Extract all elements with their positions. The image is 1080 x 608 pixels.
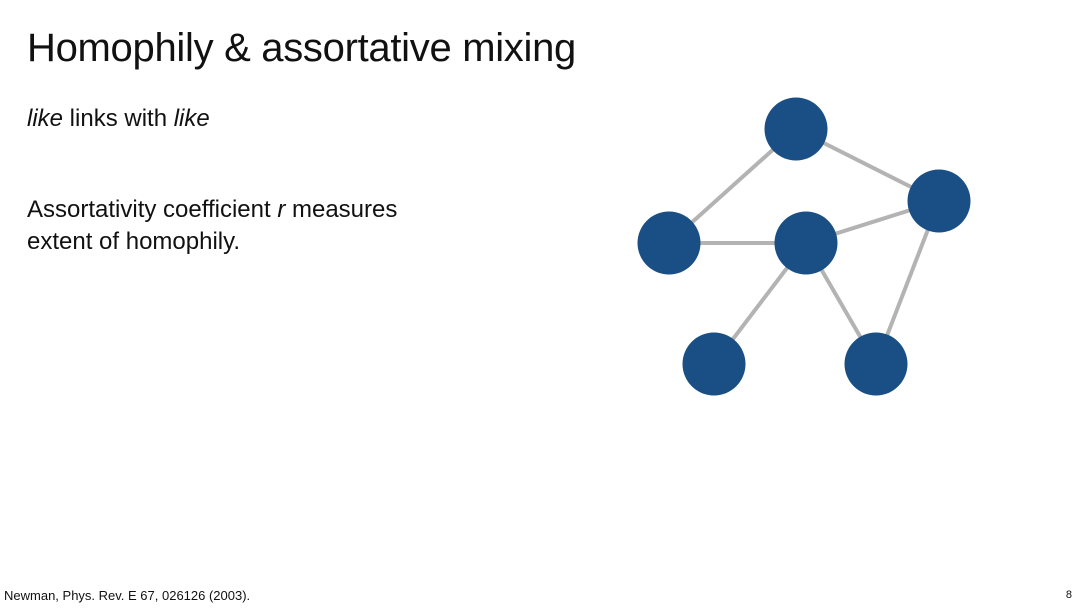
citation: Newman, Phys. Rev. E 67, 026126 (2003). bbox=[4, 588, 251, 603]
node-bottom-left bbox=[682, 332, 746, 396]
node-center bbox=[774, 211, 838, 275]
node-group bbox=[637, 97, 971, 396]
subtitle-middle: links with bbox=[63, 105, 174, 132]
node-top bbox=[764, 97, 828, 161]
body-line-2: extent of homophily. bbox=[27, 228, 241, 255]
node-left bbox=[637, 211, 701, 275]
body-text: Assortativity coefficient r measures ext… bbox=[27, 194, 547, 258]
slide-title: Homophily & assortative mixing bbox=[27, 26, 576, 70]
body-line-1-start: Assortativity coefficient bbox=[27, 196, 278, 223]
page-number: 8 bbox=[1065, 589, 1072, 601]
coefficient-variable: r bbox=[277, 196, 286, 223]
subtitle: like links with like bbox=[27, 105, 210, 134]
body-line-1: Assortativity coefficient r measures bbox=[27, 194, 547, 226]
node-right bbox=[907, 169, 971, 233]
subtitle-like-2: like bbox=[173, 105, 210, 132]
node-bottom-right bbox=[844, 332, 908, 396]
subtitle-like-1: like bbox=[27, 105, 64, 132]
body-line-1-end: measures bbox=[285, 196, 398, 223]
